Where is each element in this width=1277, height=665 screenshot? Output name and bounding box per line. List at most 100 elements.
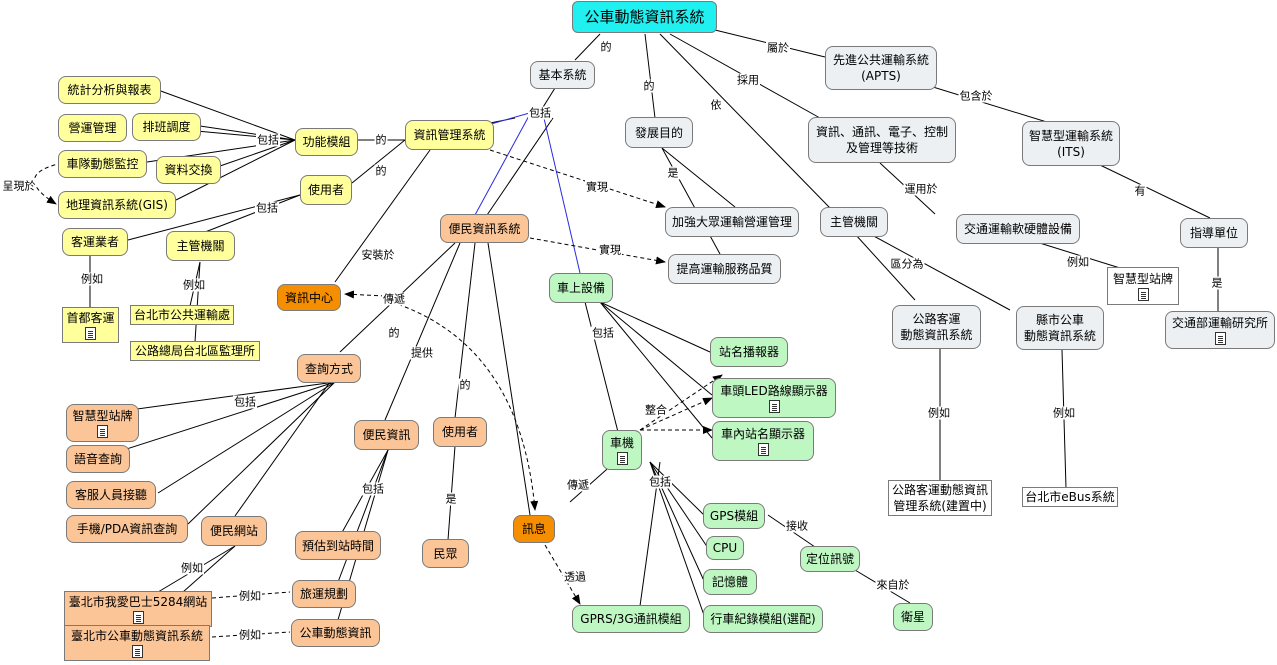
link-label: 的 (374, 133, 388, 147)
trip-plan-label: 旅運規劃 (299, 587, 348, 601)
basic-system-label: 基本系統 (538, 68, 587, 82)
highway-mgmt-node: 公路客運動態資訊 管理系統(建置中) (888, 480, 992, 516)
document-icon[interactable] (1137, 288, 1149, 301)
authority-node: 主管機關 (820, 207, 888, 237)
taipei-ebus-node: 台北市eBus系統 (1022, 487, 1118, 507)
link-label: 包括 (528, 106, 552, 120)
positioning-node: 定位訊號 (800, 546, 860, 572)
link-label: 是 (666, 166, 680, 180)
enhance-mgmt-node: 加強大眾運輸營運管理 (665, 207, 799, 237)
link-label: 區分為 (889, 257, 925, 271)
users-top-label: 使用者 (307, 183, 344, 197)
document-icon[interactable] (85, 327, 96, 340)
capital-bus-label: 首都客運 (66, 311, 115, 325)
positioning-label: 定位訊號 (805, 552, 854, 566)
link-label: 來自於 (875, 578, 911, 592)
led-display-label: 車頭LED路線顯示器 (720, 384, 828, 398)
site-5284-label: 臺北市我愛巴士5284網站 (68, 595, 208, 609)
recorder-label: 行車紀錄模組(選配) (710, 612, 816, 626)
apts-node: 先進公共運輸系統 (APTS) (825, 46, 937, 90)
info-center-label: 資訊中心 (284, 290, 333, 305)
link-label: 例如 (238, 628, 262, 642)
its-line2: (ITS) (1057, 144, 1085, 159)
document-icon[interactable] (131, 645, 143, 658)
mot-institute-node: 交通部運輸研究所 (1165, 311, 1275, 349)
site-taipei-bus-label: 臺北市公車動態資訊系統 (70, 629, 203, 643)
link-label: 例如 (927, 406, 951, 420)
fleet-monitor-label: 車隊動態監控 (66, 157, 139, 171)
stop-announcer-node: 站名播報器 (710, 337, 788, 367)
gps-node: GPS模組 (703, 503, 765, 529)
traffic-device-label: 交通運輸軟硬體設備 (963, 222, 1072, 236)
vehicle-unit-label: 車機 (609, 436, 634, 450)
taipei-ebus-label: 台北市eBus系統 (1025, 490, 1115, 504)
scheduling-node: 排班調度 (132, 113, 201, 141)
guide-unit-node: 指導單位 (1180, 218, 1248, 248)
link-label: 包括 (591, 326, 615, 340)
document-icon[interactable] (768, 400, 780, 413)
taipei-transit-node: 台北市公共運輸處 (130, 305, 234, 325)
gis-label: 地理資訊系統(GIS) (66, 198, 168, 212)
link-label: 例如 (1066, 255, 1090, 269)
document-icon[interactable] (757, 443, 769, 456)
link-label: 的 (374, 164, 388, 178)
cpu-label: CPU (712, 541, 738, 555)
bus-dynamic-label: 公車動態資訊 (299, 626, 372, 640)
link-label: 包括 (361, 482, 385, 496)
dev-goal-label: 發展目的 (634, 125, 683, 140)
stats-node: 統計分析與報表 (58, 76, 161, 104)
users-mid-label: 使用者 (441, 425, 478, 439)
link-label: 例如 (180, 561, 204, 575)
satellite-label: 衛星 (900, 610, 925, 624)
document-icon[interactable] (97, 425, 108, 438)
voice-query-label: 語音查詢 (73, 452, 122, 466)
public-info-system-label: 便民資訊系統 (448, 221, 521, 236)
eta-label: 預估到站時間 (301, 538, 374, 553)
enhance-mgmt-label: 加強大眾運輸營運管理 (671, 215, 792, 229)
link-label: 接收 (785, 519, 809, 533)
stop-announcer-label: 站名播報器 (718, 345, 779, 359)
vehicle-unit-node: 車機 (602, 430, 642, 470)
document-icon[interactable] (1214, 332, 1226, 345)
link-label: 是 (1210, 276, 1224, 290)
apts-line1: 先進公共運輸系統 (832, 53, 929, 67)
trip-plan-node: 旅運規劃 (292, 580, 356, 608)
dev-goal-node: 發展目的 (625, 117, 693, 148)
users-top-node: 使用者 (300, 175, 352, 205)
public-website-node: 便民網站 (201, 516, 267, 546)
highway-bus-node: 公路客運 動態資訊系統 (892, 305, 981, 349)
link-label: 實現 (598, 243, 622, 257)
data-exchange-node: 資料交換 (156, 156, 221, 184)
fleet-monitor-node: 車隊動態監控 (58, 150, 147, 178)
link-label: 透過 (563, 570, 587, 584)
voice-query-node: 語音查詢 (66, 445, 130, 473)
function-module-node: 功能模組 (295, 128, 358, 156)
onboard-device-label: 車上設備 (556, 281, 605, 295)
capital-bus-node: 首都客運 (62, 307, 119, 343)
link-label: 傳遞 (382, 292, 406, 306)
memory-label: 記憶體 (711, 575, 748, 589)
apts-line2: (APTS) (861, 69, 901, 83)
site-taipei-bus-node: 臺北市公車動態資訊系統 (64, 625, 210, 661)
site-5284-node: 臺北市我愛巴士5284網站 (64, 591, 212, 627)
traffic-device-node: 交通運輸軟硬體設備 (956, 214, 1080, 244)
link-label: 提供 (410, 346, 434, 360)
link-label: 傳遞 (566, 478, 590, 492)
city-bus-line2: 動態資訊系統 (1023, 329, 1096, 343)
onboard-device-node: 車上設備 (549, 273, 613, 303)
public-label: 民眾 (433, 546, 458, 561)
smart-stop-left-node: 智慧型站牌 (66, 404, 139, 442)
link-label: 例如 (182, 278, 206, 292)
ops-mgmt-label: 營運管理 (68, 121, 117, 135)
document-icon[interactable] (132, 611, 144, 624)
highway-taipei-label: 公路總局台北區監理所 (135, 344, 256, 358)
link-label: 包括 (648, 475, 672, 489)
root-node: 公車動態資訊系統 (572, 1, 717, 33)
public-info-node: 便民資訊 (354, 420, 419, 450)
smart-stop-right-node: 智慧型站牌 (1107, 267, 1179, 305)
link-label: 安裝於 (360, 248, 396, 262)
link-label: 採用 (736, 73, 760, 87)
document-icon[interactable] (616, 452, 628, 465)
tech-node: 資訊、通訊、電子、控制 及管理等技術 (808, 117, 956, 163)
function-module-label: 功能模組 (302, 135, 351, 149)
